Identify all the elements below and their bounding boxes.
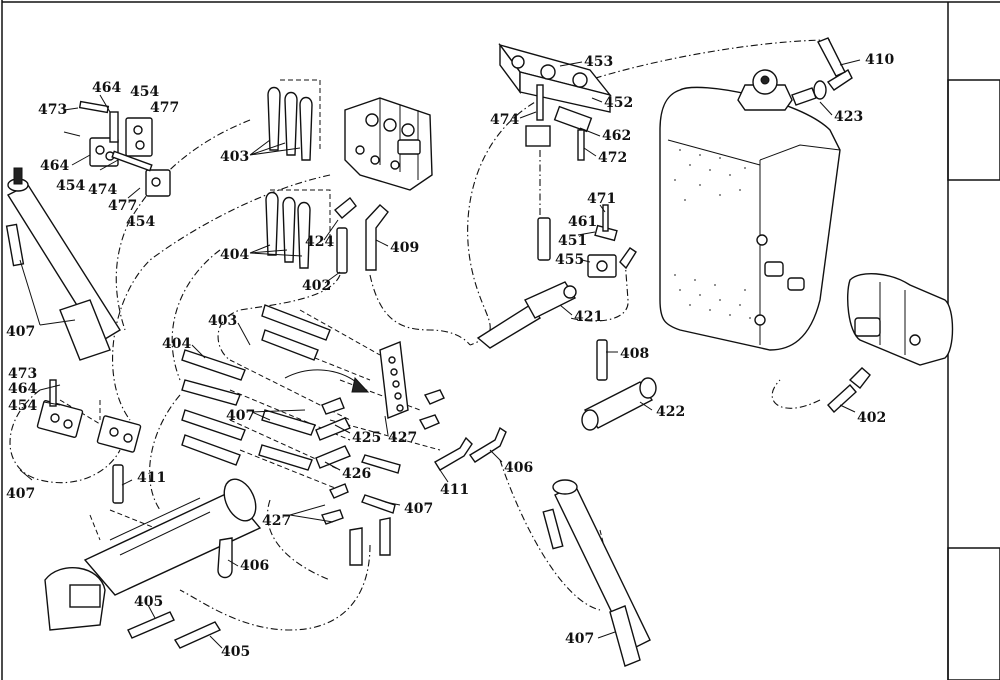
callout-454-top: 454 <box>130 84 159 100</box>
callout-407-bottom-left: 407 <box>6 486 35 502</box>
callout-454-mid: 454 <box>56 178 85 194</box>
callout-406-low: 406 <box>240 558 269 574</box>
callout-408: 408 <box>620 346 649 362</box>
callout-464-low: 464 <box>8 381 37 397</box>
callout-409: 409 <box>390 240 419 256</box>
callout-402-top: 402 <box>302 278 331 294</box>
callout-474-mid: 474 <box>88 182 117 198</box>
callout-407-mid2: 407 <box>404 501 433 517</box>
tank-filler-breather <box>737 69 793 111</box>
callout-453: 453 <box>584 54 613 70</box>
fitting-424 <box>333 197 357 219</box>
callout-425: 425 <box>352 430 381 446</box>
callout-452: 452 <box>604 95 633 111</box>
callout-404-mid: 404 <box>162 336 191 352</box>
callout-454-low2: 454 <box>8 398 37 414</box>
clamp-blocks-left-middle <box>36 379 142 453</box>
callout-410: 410 <box>865 52 894 68</box>
callout-477-mid: 477 <box>108 198 137 214</box>
hose-fittings-404 <box>265 191 311 269</box>
manifold-plate <box>379 341 409 419</box>
callout-407-mid: 407 <box>226 408 255 424</box>
fitting-411-left <box>112 464 124 504</box>
callout-403-top: 403 <box>220 149 249 165</box>
hydraulic-pump <box>847 272 954 366</box>
hose-ends-middle <box>181 304 331 471</box>
breather-fittings <box>791 37 853 106</box>
callout-405-a: 405 <box>134 594 163 610</box>
clamp-block-top <box>498 42 612 161</box>
callout-423: 423 <box>834 109 863 125</box>
callout-464-mid: 464 <box>40 158 69 174</box>
callout-411-left: 411 <box>137 470 166 486</box>
callout-477-top: 477 <box>150 100 179 116</box>
hydraulic-routing-lines <box>9 39 831 631</box>
tee-fitting-422 <box>581 377 657 431</box>
callout-407-right: 407 <box>565 631 594 647</box>
clamp-blocks-upper-left <box>78 100 171 197</box>
callout-427-low: 427 <box>262 513 291 529</box>
callout-473-top: 473 <box>38 102 67 118</box>
callout-472: 472 <box>598 150 627 166</box>
bolts-405 <box>127 611 222 649</box>
callout-474: 474 <box>490 112 519 128</box>
leader-lines <box>19 59 861 649</box>
hydraulic-tank <box>659 86 841 351</box>
hydraulic-cylinder-left <box>5 167 121 361</box>
fitting-406-bottom <box>217 537 233 579</box>
callout-473-low: 473 <box>8 366 37 382</box>
callout-404-top: 404 <box>220 247 249 263</box>
callout-421: 421 <box>574 309 603 325</box>
hose-elbow-409 <box>365 204 389 271</box>
hose-fittings-403 <box>267 86 313 161</box>
callout-407-left: 407 <box>6 324 35 340</box>
callout-451: 451 <box>558 233 587 249</box>
hydraulic-cylinder-bottom <box>44 478 262 631</box>
callout-471: 471 <box>587 191 616 207</box>
callout-402-right: 402 <box>857 410 886 426</box>
direction-arrow <box>284 369 370 393</box>
callout-426: 426 <box>342 466 371 482</box>
callout-406-mid: 406 <box>504 460 533 476</box>
clamp-block-451 <box>587 204 637 278</box>
callout-405-b: 405 <box>221 644 250 660</box>
fitting-402-top <box>336 227 348 274</box>
callout-labels: 410 453 452 474 462 472 423 464 454 477 … <box>6 52 894 660</box>
fitting-421-assembly <box>476 217 577 349</box>
fitting-402-right <box>827 367 871 414</box>
callout-454-low: 454 <box>126 214 155 230</box>
control-valve-block <box>344 97 433 191</box>
callout-427-mid: 427 <box>388 430 417 446</box>
callout-424: 424 <box>305 234 334 250</box>
callout-461: 461 <box>568 214 597 230</box>
callout-464-top: 464 <box>92 80 121 96</box>
fitting-408 <box>596 339 608 381</box>
callout-455: 455 <box>555 252 584 268</box>
callout-403-mid: 403 <box>208 313 237 329</box>
callout-462: 462 <box>602 128 631 144</box>
callout-411-mid: 411 <box>440 482 469 498</box>
callout-422: 422 <box>656 404 685 420</box>
hydraulic-cylinder-right <box>542 479 651 667</box>
